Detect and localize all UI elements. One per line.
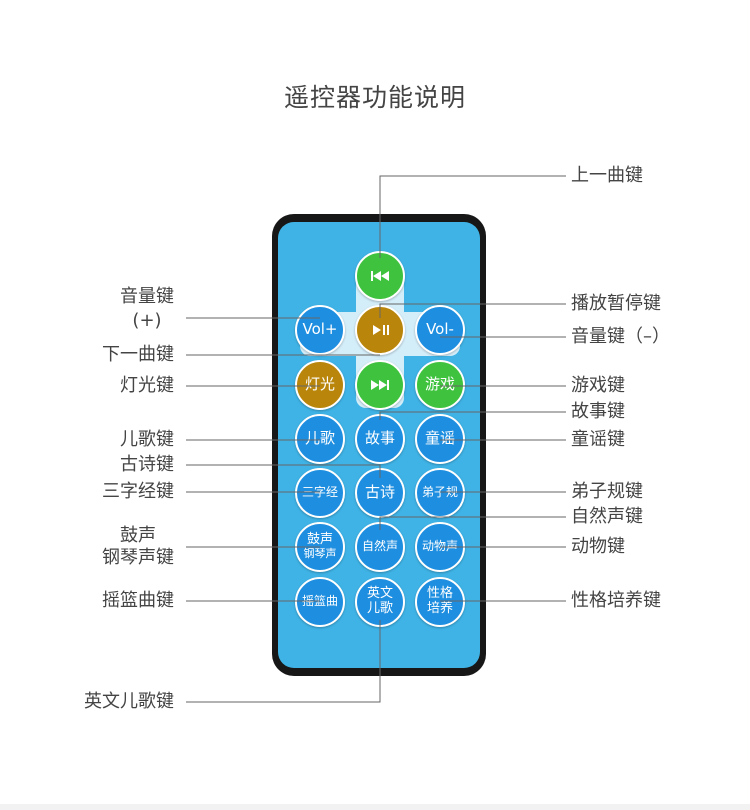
label-three-char-key: 三字经键 — [102, 481, 174, 502]
label-nursery-rhyme-key: 童谣键 — [571, 429, 625, 450]
label-next-key: 下一曲键 — [102, 344, 174, 365]
skip-back-icon — [371, 271, 389, 281]
label-prev-key: 上一曲键 — [571, 165, 643, 186]
leader-prev — [379, 175, 566, 258]
bottom-divider — [0, 804, 750, 810]
volume-down-button[interactable]: Vol- — [415, 305, 465, 355]
nursery-rhyme-button[interactable]: 童谣 — [415, 414, 465, 464]
training-label: 培养 — [426, 601, 453, 616]
nursery-rhyme-label: 童谣 — [424, 429, 455, 448]
label-light-key: 灯光键 — [120, 375, 174, 396]
light-button[interactable]: 灯光 — [295, 360, 345, 410]
label-disciple-rules-key: 弟子规键 — [571, 481, 643, 502]
page-title: 遥控器功能说明 — [283, 83, 466, 112]
label-volume-plus-line1: 音量键 — [120, 286, 174, 307]
disciple-rules-label: 弟子规 — [421, 485, 458, 500]
leader-story — [379, 411, 566, 420]
volume-down-label: Vol- — [426, 320, 454, 339]
story-button[interactable]: 故事 — [355, 414, 405, 464]
nature-sound-button[interactable]: 自然声 — [355, 522, 405, 572]
volume-up-button[interactable]: Vol+ — [295, 305, 345, 355]
piano-label: 钢琴声 — [303, 547, 337, 561]
english-song-button[interactable]: 英文 儿歌 — [355, 577, 405, 627]
english-song-label: 儿歌 — [366, 601, 393, 616]
label-nature-sound-key: 自然声键 — [571, 506, 643, 527]
children-song-label: 儿歌 — [304, 429, 335, 448]
label-drum-piano: 鼓声 钢琴声键 — [102, 525, 174, 569]
label-english-song-key: 英文儿歌键 — [84, 691, 174, 712]
label-volume-plus-line2: (+) — [132, 310, 162, 331]
play-pause-icon — [373, 325, 389, 335]
label-story-key: 故事键 — [571, 401, 625, 422]
label-character-key: 性格培养键 — [571, 590, 661, 611]
label-drum-line2: 钢琴声键 — [102, 547, 174, 568]
character-label: 性格 — [426, 586, 453, 602]
label-children-song-key: 儿歌键 — [120, 429, 174, 450]
game-button[interactable]: 游戏 — [415, 360, 465, 410]
label-volume-plus: 音量键 (+) — [120, 286, 174, 332]
leader-play-pause — [379, 303, 566, 318]
volume-up-label: Vol+ — [302, 320, 338, 339]
character-training-button[interactable]: 性格 培养 — [415, 577, 465, 627]
english-label: 英文 — [366, 586, 393, 602]
label-animal-sound-key: 动物键 — [571, 536, 625, 557]
game-label: 游戏 — [424, 375, 455, 394]
animal-sound-label: 动物声 — [421, 539, 458, 554]
leader-ancient-poem — [186, 464, 381, 478]
drum-label: 鼓声 — [306, 532, 333, 548]
skip-forward-icon — [371, 380, 389, 390]
label-game-key: 游戏键 — [571, 375, 625, 396]
label-lullaby-key: 摇篮曲键 — [102, 590, 174, 611]
label-volume-minus-key: 音量键（–） — [571, 326, 670, 347]
story-label: 故事 — [364, 429, 395, 448]
nature-sound-label: 自然声 — [361, 539, 398, 554]
ancient-poem-label: 古诗 — [364, 483, 395, 502]
leader-nature — [379, 516, 566, 530]
label-ancient-poem-key: 古诗键 — [120, 454, 174, 475]
label-play-pause-key: 播放暂停键 — [571, 293, 661, 314]
three-character-classic-button[interactable]: 三字经 — [295, 468, 345, 518]
next-track-button[interactable] — [355, 360, 405, 410]
light-label: 灯光 — [304, 375, 335, 394]
leader-english — [186, 620, 381, 703]
children-song-button[interactable]: 儿歌 — [295, 414, 345, 464]
label-drum-line1: 鼓声 — [120, 525, 156, 546]
